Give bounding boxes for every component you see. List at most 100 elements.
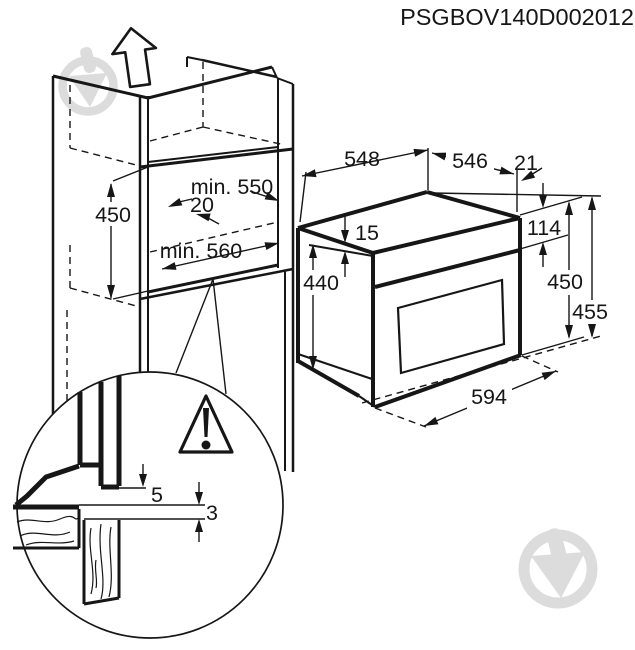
arrowhead	[309, 356, 317, 370]
arrowhead	[162, 262, 177, 270]
cabinet-edge-line	[276, 77, 294, 85]
oven-plinth-line	[297, 359, 360, 398]
dim-label-panel-height: 114	[527, 216, 561, 240]
dim-label-niche-height: 450	[95, 203, 131, 227]
watermark-stem	[80, 46, 96, 74]
wood-board-edge	[83, 596, 120, 606]
wood-grain	[94, 559, 98, 589]
dim-label-width-top: 546	[452, 149, 488, 173]
arrowhead	[424, 416, 439, 426]
cabinet-shelf-line	[147, 263, 279, 294]
wood-grain	[19, 531, 71, 537]
dim-label-gap: 3	[206, 501, 218, 525]
extension-line	[299, 171, 307, 223]
wood-grain	[16, 515, 79, 523]
dimension-line	[301, 149, 429, 177]
oven-drawing	[296, 190, 522, 409]
oven-lip-line	[308, 244, 374, 257]
dim-label-depth: 548	[344, 147, 380, 171]
up-arrow-icon	[111, 26, 158, 89]
arrowhead	[107, 183, 115, 197]
detail-leader-line	[212, 278, 227, 395]
arrowhead	[264, 242, 279, 250]
dim-label-top-inset: 15	[355, 221, 379, 245]
oven-edge-line	[374, 353, 522, 409]
wood-grain	[108, 526, 112, 598]
cabinet-shelf-line	[139, 147, 294, 169]
warning-exclamation-dot	[201, 440, 211, 450]
arrowhead	[341, 230, 349, 243]
wood-grain	[99, 523, 104, 600]
dim-label-min-width: min. 560	[160, 239, 243, 263]
arrowhead	[499, 166, 514, 175]
arrowhead	[309, 244, 317, 258]
label-mask	[467, 386, 512, 410]
oven-door-window	[396, 278, 506, 375]
label-mask	[92, 202, 134, 226]
arrowhead	[539, 242, 547, 255]
arrowhead	[264, 192, 279, 201]
watermark-triangle	[531, 552, 585, 598]
oven-control-panel-line	[374, 248, 521, 289]
arrowhead	[565, 325, 573, 339]
watermark-logo-bottom-right	[518, 528, 598, 609]
dim-label-min-depth: min. 550	[191, 175, 274, 199]
cabinet-drawing	[51, 56, 295, 472]
cabinet-edge-line	[201, 58, 278, 79]
warning-exclamation-bar	[203, 408, 209, 437]
extension-line	[431, 192, 602, 197]
cabinet-shelf-line	[139, 267, 294, 301]
dim-label-total-height: 455	[572, 300, 608, 324]
arrowhead	[195, 492, 203, 505]
arrowhead	[195, 519, 203, 532]
dim-label-front-height: 450	[547, 270, 583, 294]
extension-line	[112, 166, 149, 182]
oven-edge-line	[372, 216, 521, 255]
arrowhead	[413, 148, 428, 157]
dim-label-front-width: 594	[471, 385, 507, 409]
label-mask	[446, 148, 494, 172]
dim-label-overlap: 5	[151, 483, 163, 507]
dim-label-body-height: 440	[303, 271, 339, 295]
arrowhead	[196, 213, 211, 222]
cabinet-hidden-line	[149, 221, 279, 253]
dimension-line	[161, 242, 280, 270]
arrowhead	[341, 251, 349, 264]
detail-circle-outline	[16, 371, 284, 639]
cabinet-hidden-line	[69, 147, 141, 167]
extension-line	[519, 196, 583, 216]
arrowhead	[565, 201, 573, 215]
oven-edge-line	[297, 190, 428, 230]
cabinet-edge-line	[52, 74, 149, 100]
extension-line	[519, 234, 569, 250]
leader-line	[178, 198, 193, 203]
extension-line	[521, 355, 559, 373]
arrowhead	[168, 198, 183, 207]
floor-reference-line	[361, 335, 602, 404]
warning-triangle-icon	[178, 394, 234, 454]
arrowhead	[139, 474, 147, 487]
arrowhead	[588, 324, 596, 338]
extension-line	[374, 407, 427, 428]
wood-grain	[89, 527, 94, 595]
arrowhead	[302, 169, 317, 178]
arrowhead	[432, 152, 447, 161]
leader-line	[207, 217, 220, 225]
detail-leader-line	[175, 278, 214, 374]
arrowhead	[539, 195, 547, 208]
cabinet-dimensions: 450 min. 550 20 min. 560	[92, 166, 280, 300]
watermark-stem	[546, 528, 567, 562]
oven-dimensions: 548 546 21 15 440 114	[299, 147, 610, 428]
leader-line	[249, 190, 269, 198]
watermark-triangle	[69, 73, 107, 107]
oven-edge-line	[297, 226, 374, 255]
cabinet-shelf-line	[147, 146, 279, 163]
arrowhead	[541, 371, 556, 381]
cabinet-hidden-line	[149, 126, 204, 142]
dim-label-overhang: 21	[514, 151, 538, 175]
arrowhead	[588, 196, 596, 210]
extension-line	[112, 290, 149, 300]
section-line	[14, 463, 80, 507]
